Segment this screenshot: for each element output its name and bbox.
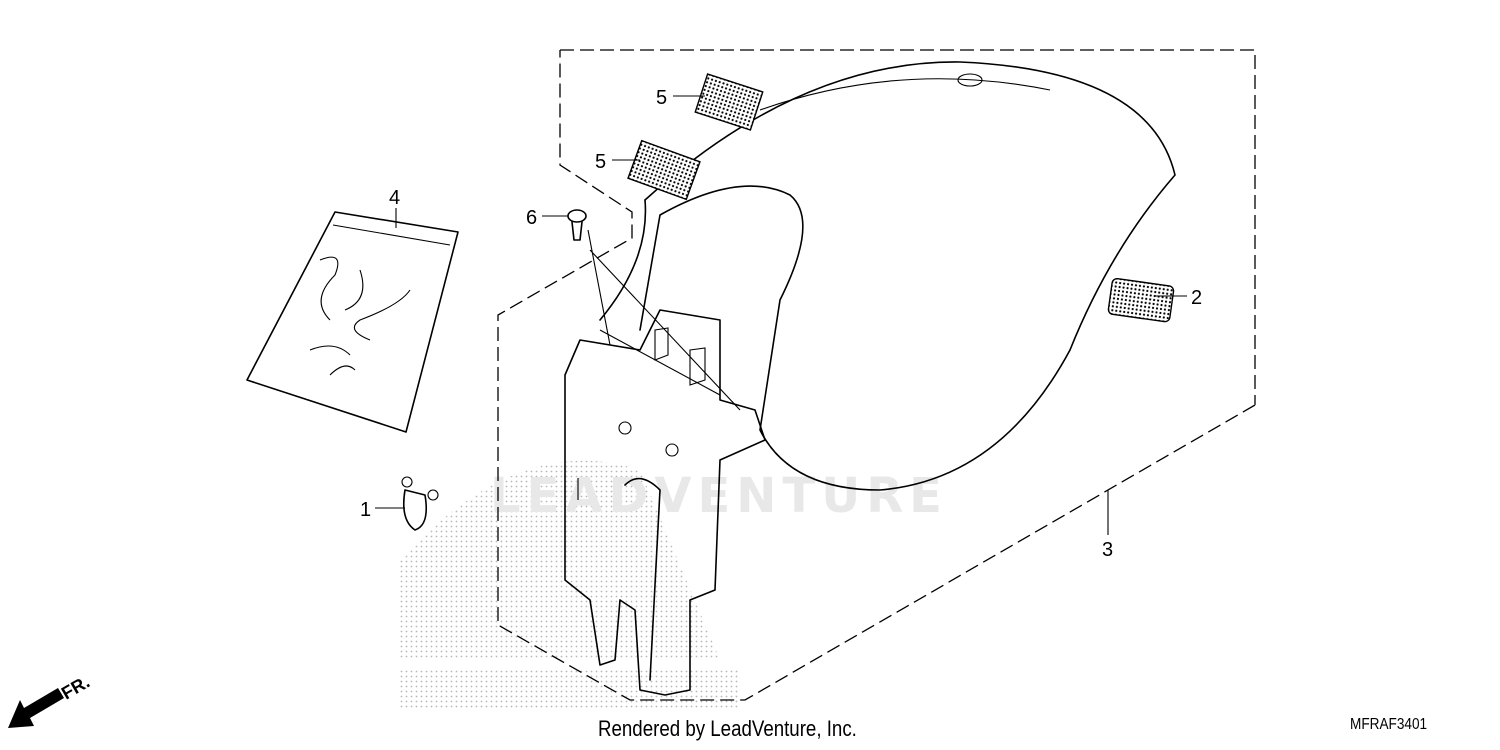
fr-label: FR. (58, 672, 93, 704)
reflector-side (1107, 277, 1175, 323)
rendered-by-credit: Rendered by LeadVenture, Inc. (598, 716, 857, 741)
leader-lines (375, 95, 1187, 535)
callout-2[interactable]: 2 (1191, 287, 1202, 309)
honda-logo-watermark (400, 460, 740, 710)
assembly-boundary (497, 49, 1256, 701)
diagram-code: MFRAF3401 (1350, 716, 1428, 733)
reflector-top-2 (627, 139, 701, 201)
callout-5-lower[interactable]: 5 (595, 151, 606, 173)
clip-band (401, 476, 439, 531)
callout-1[interactable]: 1 (360, 499, 371, 521)
document-bag (246, 211, 459, 433)
callout-4[interactable]: 4 (389, 187, 400, 209)
trim-clip (567, 209, 587, 241)
rear-fender (599, 61, 1176, 491)
callout-6[interactable]: 6 (526, 207, 537, 229)
reflector-top-1 (694, 73, 764, 131)
front-direction-arrow-icon: FR. (8, 672, 93, 728)
callout-3[interactable]: 3 (1102, 539, 1113, 561)
fender-bracket (564, 229, 766, 696)
callout-5-top[interactable]: 5 (656, 87, 667, 109)
